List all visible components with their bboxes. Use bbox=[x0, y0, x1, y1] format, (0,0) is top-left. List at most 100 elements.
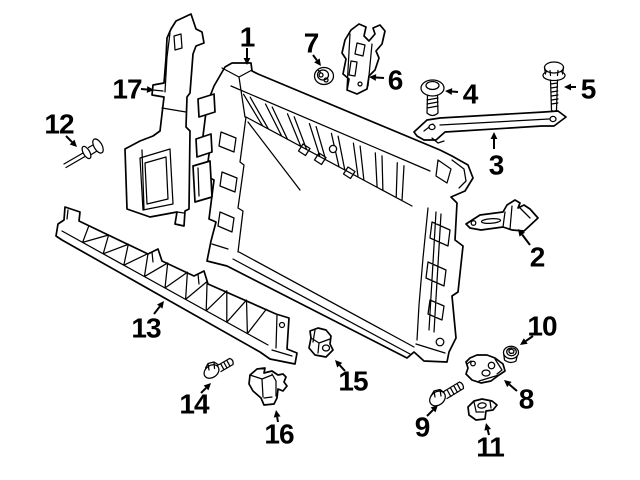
part-8-small-hole bbox=[470, 360, 476, 367]
callout-arrow-line bbox=[65, 135, 73, 143]
callout-arrowhead bbox=[273, 410, 281, 418]
part-3-left-hole bbox=[428, 123, 436, 131]
callout-arrow-line bbox=[200, 387, 207, 394]
callout-number: 8 bbox=[519, 384, 534, 415]
part-11-outline bbox=[467, 398, 498, 421]
callout-number: 2 bbox=[530, 242, 545, 273]
part-4-shaft bbox=[426, 94, 439, 117]
callout-arrow-line bbox=[486, 429, 490, 436]
callout-number: 15 bbox=[338, 366, 368, 397]
callout-arrowhead bbox=[314, 58, 321, 66]
part-16-outline bbox=[248, 367, 288, 406]
callout-1: 1 bbox=[240, 22, 256, 65]
part-12-rivet-drawing bbox=[63, 138, 104, 169]
callout-arrow-line bbox=[426, 409, 434, 417]
callout-11: 11 bbox=[476, 423, 505, 463]
part-7-details bbox=[317, 69, 329, 83]
callout-arrowhead bbox=[369, 74, 377, 81]
callout-4: 4 bbox=[445, 79, 480, 110]
callout-number: 10 bbox=[527, 311, 557, 342]
part-9-details bbox=[430, 381, 465, 400]
part-10-rivet-nut-drawing bbox=[502, 345, 520, 364]
part-14-details bbox=[204, 357, 234, 373]
part-10-details bbox=[503, 348, 518, 364]
callout-arrowhead bbox=[146, 86, 154, 93]
callout-7: 7 bbox=[304, 28, 321, 66]
callout-number: 5 bbox=[581, 74, 596, 105]
part-13-lower-deflector-drawing bbox=[55, 206, 298, 365]
callout-arrow-line bbox=[525, 335, 534, 342]
callout-number: 12 bbox=[44, 109, 74, 140]
part-11-details bbox=[473, 400, 492, 413]
part-15-hole bbox=[321, 344, 331, 352]
part-8-hole-a bbox=[481, 369, 491, 377]
part-6-bracket-drawing bbox=[341, 23, 386, 95]
callout-number: 11 bbox=[476, 432, 504, 463]
part-11-clip-drawing bbox=[467, 398, 498, 421]
callout-arrowhead bbox=[69, 139, 77, 147]
callout-9: 9 bbox=[415, 405, 438, 443]
callout-17: 17 bbox=[112, 74, 154, 105]
callout-number: 7 bbox=[304, 28, 319, 59]
callout-number: 4 bbox=[463, 79, 479, 110]
part-1-foot-hole bbox=[435, 337, 445, 347]
part-14-screw-drawing bbox=[203, 357, 234, 379]
part-16-bracket-drawing bbox=[248, 367, 288, 406]
callout-13: 13 bbox=[131, 301, 164, 344]
part-16-details bbox=[249, 373, 277, 399]
part-17-details bbox=[139, 32, 187, 214]
callout-arrowhead bbox=[430, 405, 438, 413]
callout-2: 2 bbox=[518, 229, 546, 273]
part-13-tab-hole bbox=[278, 321, 286, 329]
part-2-bracket-drawing bbox=[465, 199, 539, 232]
part-4-screw-drawing bbox=[420, 79, 445, 117]
callout-arrowhead bbox=[520, 338, 528, 345]
callout-6: 6 bbox=[369, 65, 404, 96]
part-1-outline bbox=[202, 62, 474, 363]
part-3-brace-drawing bbox=[413, 110, 567, 144]
callout-3: 3 bbox=[489, 132, 505, 181]
callout-arrow-line bbox=[276, 416, 279, 423]
part-13-details bbox=[61, 209, 293, 357]
part-8-details bbox=[466, 358, 503, 382]
part-5-head bbox=[543, 61, 565, 74]
callout-arrowhead bbox=[445, 88, 453, 95]
part-17-air-baffle-drawing bbox=[124, 13, 205, 227]
part-5-bolt-drawing bbox=[542, 61, 566, 113]
part-6-outline bbox=[341, 23, 386, 95]
callout-arrowhead bbox=[243, 58, 251, 65]
part-1-left-tabs bbox=[192, 93, 216, 203]
part-7-grommet-drawing bbox=[313, 66, 335, 86]
part-9-bolt-drawing bbox=[429, 381, 465, 407]
part-6-details bbox=[346, 33, 373, 89]
callout-number: 6 bbox=[388, 65, 403, 96]
callout-number: 17 bbox=[112, 74, 142, 105]
part-12-shaft bbox=[63, 142, 98, 169]
part-1-hole bbox=[328, 144, 338, 154]
part-2-details bbox=[502, 205, 531, 230]
part-6-hole bbox=[357, 81, 363, 87]
callout-arrowhead bbox=[564, 83, 571, 91]
part-8-hole-b bbox=[487, 361, 496, 370]
part-17-outline bbox=[124, 13, 205, 227]
callout-arrowhead bbox=[157, 301, 164, 309]
part-5-details bbox=[543, 66, 565, 113]
callout-arrow-line bbox=[508, 383, 518, 392]
part-3-right-hole bbox=[549, 115, 557, 123]
part-4-head-top bbox=[425, 80, 440, 91]
callout-arrowhead bbox=[490, 132, 498, 139]
callout-12: 12 bbox=[44, 109, 77, 147]
callout-15: 15 bbox=[335, 360, 369, 397]
callout-arrowhead bbox=[203, 383, 211, 391]
callout-number: 3 bbox=[489, 150, 504, 181]
part-15-clip-drawing bbox=[308, 327, 334, 358]
callout-10: 10 bbox=[520, 311, 558, 345]
callout-arrow-line bbox=[338, 364, 346, 372]
callout-arrow-line bbox=[521, 234, 531, 246]
callout-number: 16 bbox=[264, 419, 294, 450]
part-12-flange bbox=[81, 145, 92, 160]
callout-number: 9 bbox=[415, 412, 430, 443]
